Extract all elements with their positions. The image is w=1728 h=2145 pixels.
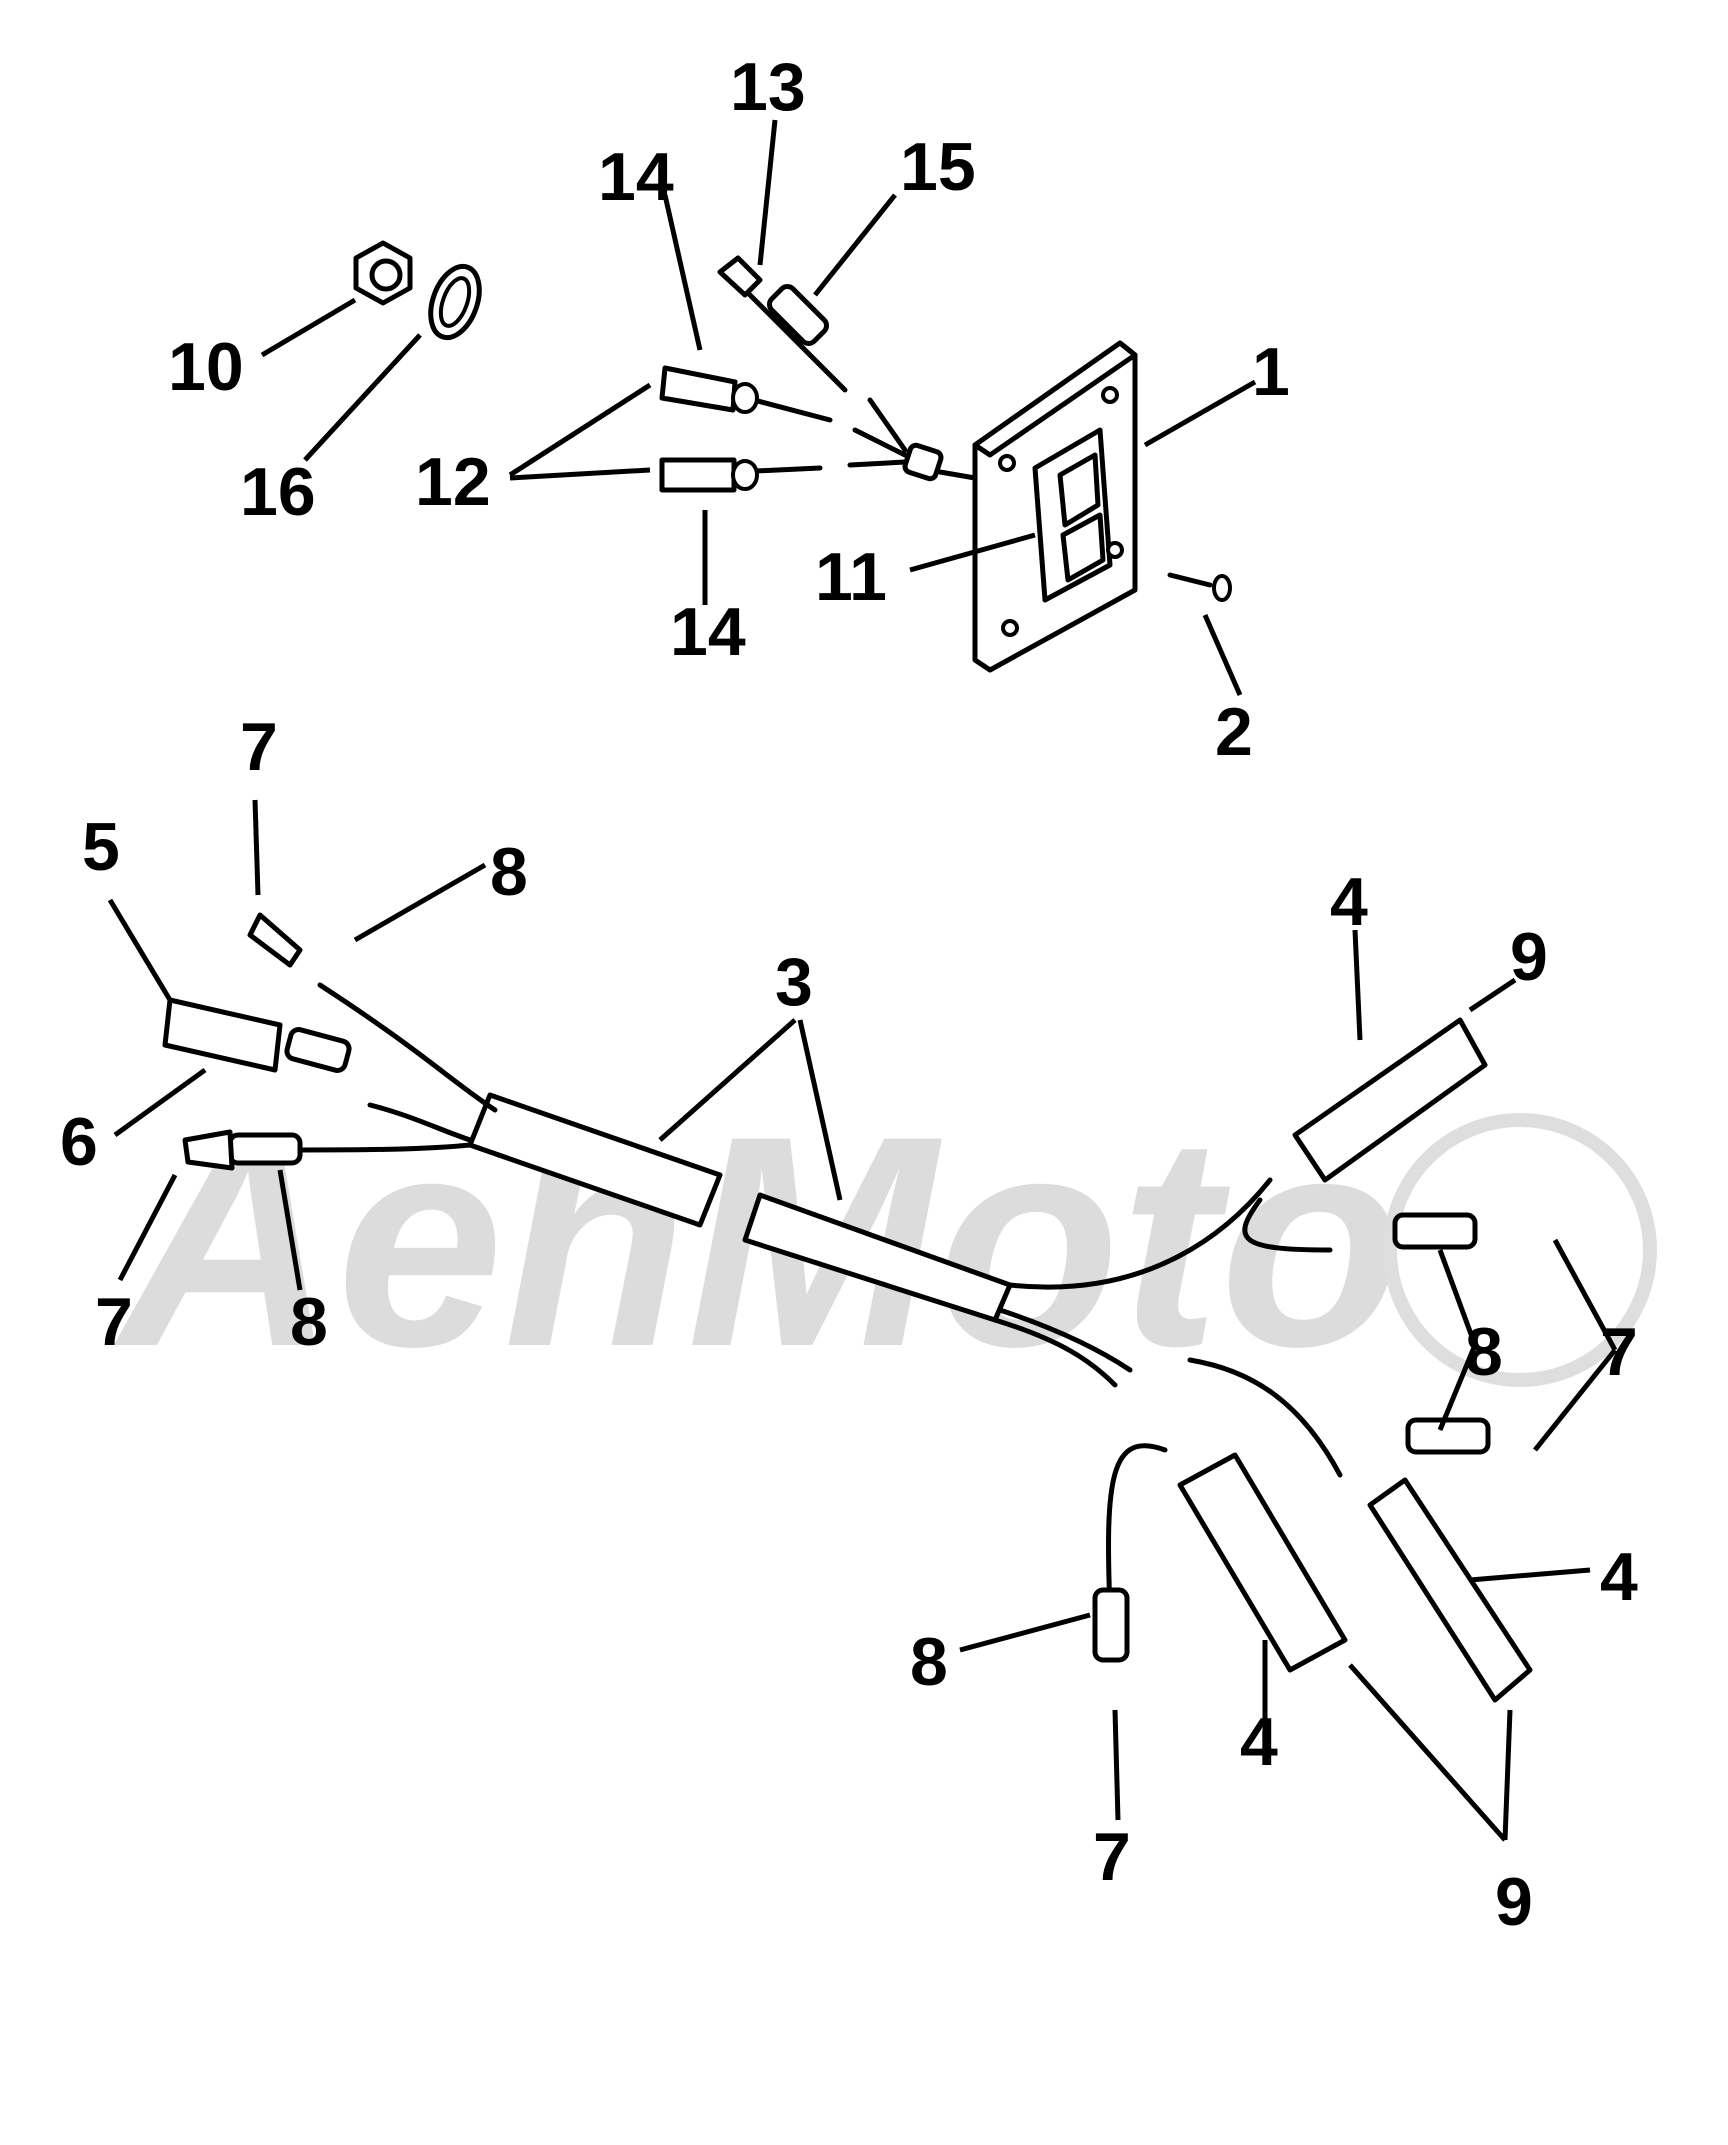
switch-plate-part	[972, 340, 1138, 673]
callout-1: 1	[1252, 334, 1290, 410]
callout-3: 3	[775, 944, 813, 1020]
callout-8-bottom: 8	[910, 1624, 948, 1700]
harness-sleeves	[1092, 1017, 1533, 1703]
callout-4-bottom: 4	[1240, 1704, 1278, 1780]
callout-9-bottom: 9	[1495, 1864, 1533, 1940]
watermark-wheel-icon	[1383, 1113, 1657, 1387]
leader-lines	[107, 119, 1618, 1842]
harness-main-cable	[467, 1092, 1343, 1478]
callout-6: 6	[60, 1104, 98, 1180]
callout-8-lower-left: 8	[290, 1284, 328, 1360]
callout-14-lower: 14	[670, 594, 746, 670]
callout-8-upper-left: 8	[490, 834, 528, 910]
callout-labels: 13 15 14 10 1 12 16 11 14 2 7 5 8 4 3 9 …	[60, 49, 1638, 1940]
callout-4-right: 4	[1600, 1539, 1638, 1615]
callout-8-right: 8	[1465, 1314, 1503, 1390]
callout-7-upper-left: 7	[240, 709, 278, 785]
callout-2: 2	[1215, 694, 1253, 770]
callout-7-bottom: 7	[1093, 1819, 1131, 1895]
screw-part	[1167, 572, 1232, 602]
female-terminal-lower	[659, 457, 823, 493]
callout-11: 11	[815, 539, 887, 615]
callout-5: 5	[82, 809, 120, 885]
callout-9-upper: 9	[1510, 919, 1548, 995]
callout-12: 12	[415, 444, 491, 520]
callout-7-lower-left: 7	[95, 1284, 133, 1360]
harness-left-branches	[162, 912, 498, 1171]
female-terminal-upper	[659, 365, 833, 423]
plate-wire-bundle	[847, 397, 978, 482]
hex-nut-part	[353, 240, 413, 306]
callout-7-right: 7	[1600, 1314, 1638, 1390]
bullet-terminal-part	[717, 255, 848, 393]
callout-14-upper: 14	[598, 139, 674, 215]
callout-10: 10	[168, 329, 244, 405]
washer-part	[428, 263, 482, 341]
callout-15: 15	[900, 129, 976, 205]
callout-4-upper: 4	[1330, 864, 1368, 940]
callout-16: 16	[240, 454, 316, 530]
callout-13: 13	[730, 49, 806, 125]
